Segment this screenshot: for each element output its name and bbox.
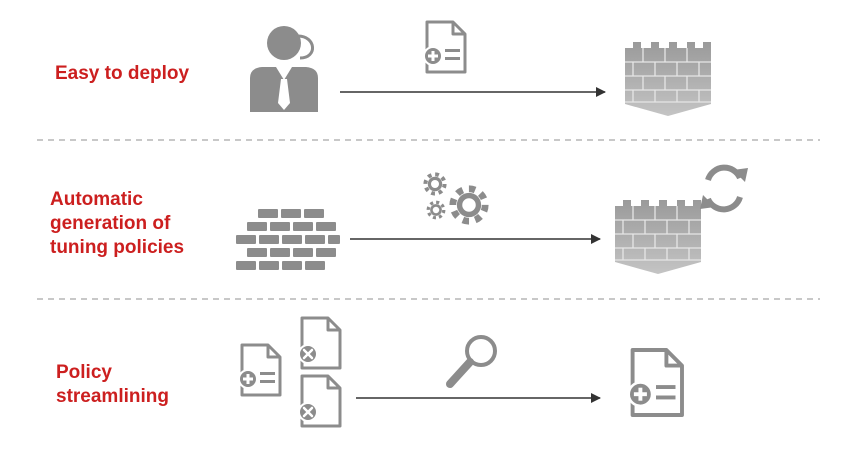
row-2-label-line-1: Automatic bbox=[50, 189, 143, 210]
row-1-label: Easy to deploy bbox=[55, 62, 189, 86]
row-3-label-line-1: Policy bbox=[56, 362, 112, 383]
remove-policy-document-icon-2 bbox=[297, 374, 342, 428]
row-3-label-line-2: streamlining bbox=[56, 386, 169, 407]
row-1-label-line-1: Easy to deploy bbox=[55, 63, 190, 84]
add-policy-document-icon bbox=[422, 20, 467, 74]
firewall-icon bbox=[624, 41, 712, 117]
brick-wall-icon bbox=[236, 209, 340, 270]
add-policy-document-icon-2 bbox=[237, 343, 282, 397]
row-2-label: Automatic generation of tuning policies bbox=[50, 188, 184, 260]
firewall-icon-2 bbox=[614, 199, 702, 275]
row-2-label-line-2: generation of bbox=[50, 213, 171, 234]
add-policy-document-icon-3 bbox=[626, 348, 684, 417]
row-3-label: Policy streamlining bbox=[56, 361, 169, 409]
refresh-icon bbox=[700, 164, 748, 213]
gears-icon bbox=[425, 174, 485, 221]
magnifier-icon bbox=[446, 335, 497, 388]
person-headset-icon bbox=[250, 26, 318, 112]
remove-policy-document-icon bbox=[297, 316, 342, 370]
row-2-label-line-3: tuning policies bbox=[50, 237, 185, 258]
